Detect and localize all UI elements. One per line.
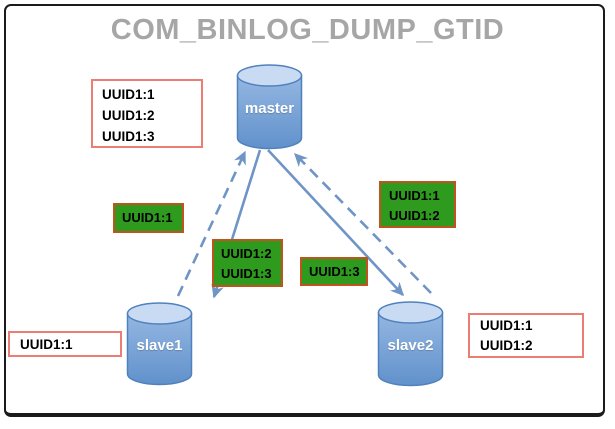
- slave2-node: slave2: [377, 301, 444, 387]
- gtid-line: UUID1:2: [480, 338, 533, 353]
- slave1-request-gtid-box: UUID1:1: [113, 203, 184, 233]
- database-cylinder-icon: [236, 64, 303, 150]
- diagram-title: COM_BINLOG_DUMP_GTID: [110, 14, 505, 46]
- gtid-line: UUID1:1: [480, 318, 533, 333]
- slave2-label: slave2: [387, 337, 434, 355]
- gtid-line: UUID1:1: [20, 337, 73, 352]
- gtid-line: UUID1:2: [389, 208, 440, 223]
- master-label: master: [244, 100, 295, 118]
- slave1-label: slave1: [136, 337, 183, 355]
- gtid-line: UUID1:1: [122, 210, 173, 225]
- gtid-line: UUID1:3: [309, 264, 360, 279]
- master-response-slave1-gtid-box: UUID1:2 UUID1:3: [212, 239, 283, 287]
- gtid-line: UUID1:3: [221, 266, 272, 281]
- master-response-slave2-gtid-box: UUID1:3: [300, 257, 368, 286]
- gtid-line: UUID1:3: [102, 129, 155, 144]
- database-cylinder-icon: [377, 301, 444, 387]
- gtid-line: UUID1:1: [102, 87, 155, 102]
- master-node: master: [236, 64, 303, 150]
- master-executed-gtid-box: UUID1:1 UUID1:2 UUID1:3: [91, 79, 203, 148]
- slave2-executed-gtid-box: UUID1:1 UUID1:2: [468, 313, 584, 358]
- gtid-line: UUID1:1: [389, 188, 440, 203]
- slave1-node: slave1: [126, 302, 193, 386]
- gtid-line: UUID1:2: [221, 246, 272, 261]
- slave2-request-gtid-box: UUID1:1 UUID1:2: [379, 181, 456, 228]
- gtid-line: UUID1:2: [102, 108, 155, 123]
- slave1-executed-gtid-box: UUID1:1: [8, 331, 122, 357]
- database-cylinder-icon: [126, 302, 193, 386]
